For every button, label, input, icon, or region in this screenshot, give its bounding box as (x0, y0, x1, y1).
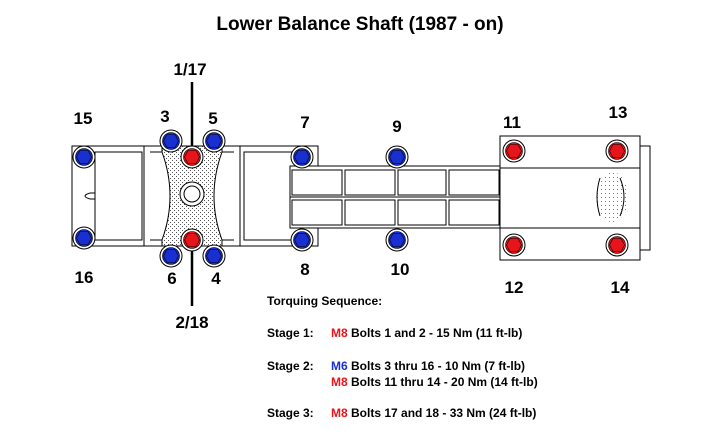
bolt-3 (159, 129, 183, 153)
bolt-11 (502, 139, 526, 163)
label-3: 3 (160, 107, 169, 126)
label-15: 15 (74, 109, 93, 128)
bolt-2-18 (180, 228, 204, 252)
bolt-16 (72, 226, 96, 250)
label-2-18: 2/18 (175, 313, 208, 332)
page-title: Lower Balance Shaft (1987 - on) (216, 14, 503, 35)
label-9: 9 (392, 117, 401, 136)
bolt-12 (502, 233, 526, 257)
label-5: 5 (208, 109, 217, 128)
label-10: 10 (391, 260, 410, 279)
stage2-line2-size: M8 (331, 375, 348, 389)
stage1-size: M8 (331, 326, 348, 340)
stage2-line2-text: Bolts 11 thru 14 - 20 Nm (14 ft-lb) (351, 375, 538, 389)
bolt-14 (605, 233, 629, 257)
stage3-size: M8 (331, 406, 348, 420)
stage1-label: Stage 1: (267, 326, 314, 340)
bolt-15 (72, 145, 96, 169)
stage2-line1-size: M6 (331, 359, 348, 373)
label-14: 14 (611, 278, 630, 297)
label-1-17: 1/17 (173, 60, 206, 79)
bolt-1-17 (180, 145, 204, 169)
bolt-8 (290, 228, 314, 252)
label-7: 7 (300, 113, 309, 132)
stage3-label: Stage 3: (267, 406, 314, 420)
stage1-text: Bolts 1 and 2 - 15 Nm (11 ft-lb) (351, 326, 522, 340)
bolt-number-labels: 1/17 2/18 3 5 6 4 15 16 7 8 9 10 11 12 1… (74, 60, 630, 332)
label-8: 8 (300, 260, 309, 279)
stage3-text: Bolts 17 and 18 - 33 Nm (24 ft-lb) (351, 406, 536, 420)
bolt-5 (202, 129, 226, 153)
label-13: 13 (609, 103, 628, 122)
label-4: 4 (211, 269, 221, 288)
shaft-section (289, 165, 503, 229)
stage2-line1-text: Bolts 3 thru 16 - 10 Nm (7 ft-lb) (351, 359, 525, 373)
label-11: 11 (503, 113, 521, 132)
bolt-10 (385, 228, 409, 252)
label-6: 6 (167, 269, 176, 288)
label-12: 12 (505, 278, 524, 297)
bolt-9 (385, 145, 409, 169)
bolt-7 (290, 145, 314, 169)
stage2-label: Stage 2: (267, 359, 314, 373)
sequence-heading: Torquing Sequence: (267, 294, 382, 308)
bolt-13 (605, 139, 629, 163)
bolt-4 (202, 244, 226, 268)
torquing-sequence: Torquing Sequence: Stage 1: M8 Bolts 1 a… (267, 294, 538, 420)
label-16: 16 (75, 268, 94, 287)
bolt-6 (159, 244, 183, 268)
